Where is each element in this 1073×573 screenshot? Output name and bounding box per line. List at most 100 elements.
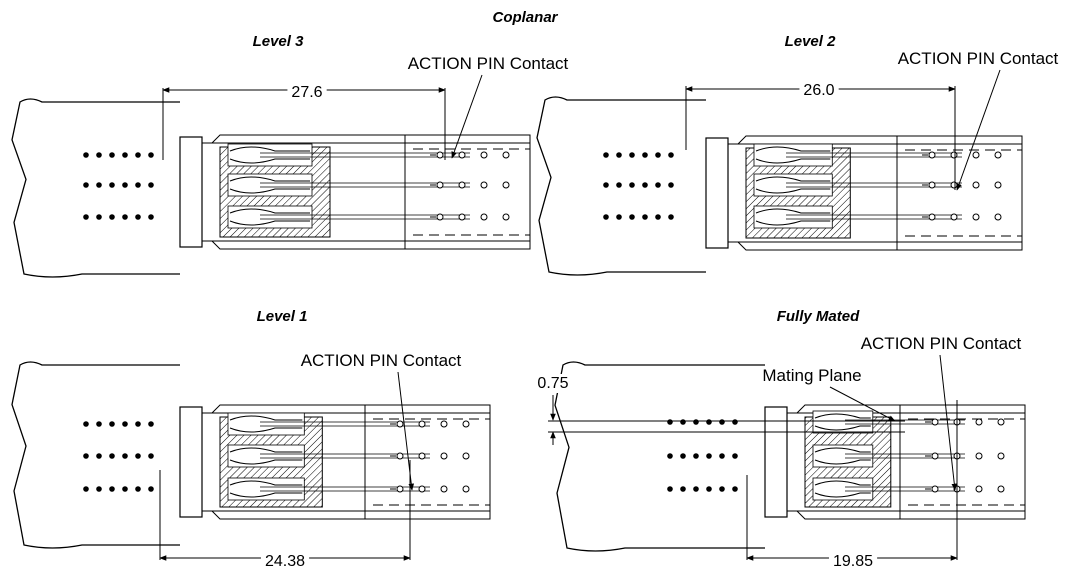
contact-dot [122, 453, 128, 459]
pin-ring [972, 213, 980, 221]
pin-ring [436, 181, 444, 189]
contact-dot [109, 152, 115, 158]
contact-dot [96, 182, 102, 188]
contact-dot [667, 486, 673, 492]
contact-cavity [812, 444, 874, 468]
leader-line [397, 371, 415, 491]
panel-level1 [11, 361, 491, 549]
spring-contact [229, 480, 303, 486]
bevel [796, 404, 900, 414]
spring-contact [755, 208, 831, 214]
bevel [737, 241, 897, 251]
contact-dot [603, 214, 609, 220]
contact-dot [680, 419, 686, 425]
pin-ring [975, 418, 983, 426]
contact-dot [667, 419, 673, 425]
pin-ring [972, 151, 980, 159]
pin-ring [418, 485, 426, 493]
contact-dot [109, 182, 115, 188]
contact-cavity [753, 205, 833, 229]
contact-dot [83, 214, 89, 220]
connector-flange [705, 137, 729, 249]
action-pin-callout-level1: ACTION PIN Contact [301, 351, 462, 370]
contact-dot [732, 419, 738, 425]
diagram-header: Coplanar [492, 9, 558, 26]
contact-cavity [227, 173, 313, 197]
contact-dot [83, 453, 89, 459]
contact-dot [693, 486, 699, 492]
contact-cavity [227, 205, 313, 229]
contact-dot [148, 421, 154, 427]
contact-dot [732, 486, 738, 492]
spring-contact [755, 146, 831, 152]
receptacle-sleeve [364, 404, 491, 520]
spring-contact [229, 459, 303, 465]
label-backdrop [260, 552, 310, 571]
connector-body [705, 135, 1023, 251]
pin-ring [931, 418, 939, 426]
contact-dot [642, 182, 648, 188]
contact-dot [83, 486, 89, 492]
contact-dot [719, 419, 725, 425]
contact-dot [83, 182, 89, 188]
spring-contact [814, 413, 871, 419]
contact-dot [706, 419, 712, 425]
spring-contact [814, 447, 871, 453]
offset-dimension-fully-mated [548, 395, 905, 445]
pin-ring [928, 213, 936, 221]
pin-ring [994, 213, 1002, 221]
spring-contact [229, 176, 310, 182]
board-outline [11, 361, 180, 549]
contact-dot [135, 421, 141, 427]
contact-dot [668, 152, 674, 158]
pin-ring [928, 151, 936, 159]
contact-dot [629, 214, 635, 220]
contact-dot [122, 214, 128, 220]
spring-contact [229, 415, 303, 421]
spring-contact [229, 146, 310, 152]
board-outline [11, 98, 180, 278]
contact-dot [148, 453, 154, 459]
contact-dot [668, 214, 674, 220]
spring-contact [755, 220, 831, 226]
contact-dot [719, 453, 725, 459]
panel-level2 [536, 96, 1023, 276]
action-pin-callout-level3: ACTION PIN Contact [408, 54, 569, 73]
label-backdrop [799, 81, 839, 100]
contact-dot [83, 421, 89, 427]
bevel [796, 510, 900, 520]
panel-fully-mated [554, 361, 1026, 552]
spring-contact [229, 158, 310, 164]
connector-drawings [11, 69, 1026, 561]
contact-dot [693, 419, 699, 425]
leader-line [939, 354, 958, 491]
contact-dot [629, 182, 635, 188]
spring-contact [229, 447, 303, 453]
pin-ring [458, 151, 466, 159]
spring-contact [229, 208, 310, 214]
contact-dot [642, 152, 648, 158]
contact-dot [83, 152, 89, 158]
panel-title-level3: Level 3 [253, 33, 305, 50]
panel-title-level1: Level 1 [257, 308, 308, 325]
panel-title-level2: Level 2 [785, 33, 837, 50]
contact-dot [655, 214, 661, 220]
contact-dot [122, 486, 128, 492]
connector-flange [179, 136, 203, 248]
leader-line [956, 69, 1001, 191]
contact-cavity [812, 410, 874, 434]
bevel [211, 404, 365, 414]
connector-flange [764, 406, 788, 518]
contact-dot [135, 152, 141, 158]
pin-ring [436, 213, 444, 221]
pin-ring [480, 181, 488, 189]
pin-ring [418, 452, 426, 460]
pin-ring [950, 213, 958, 221]
spring-contact [229, 492, 303, 498]
spring-contact [814, 480, 871, 486]
label-backdrop [533, 374, 573, 393]
connector-body [764, 404, 1026, 520]
contact-dot [706, 453, 712, 459]
pin-ring [462, 420, 470, 428]
pin-ring [997, 418, 1005, 426]
